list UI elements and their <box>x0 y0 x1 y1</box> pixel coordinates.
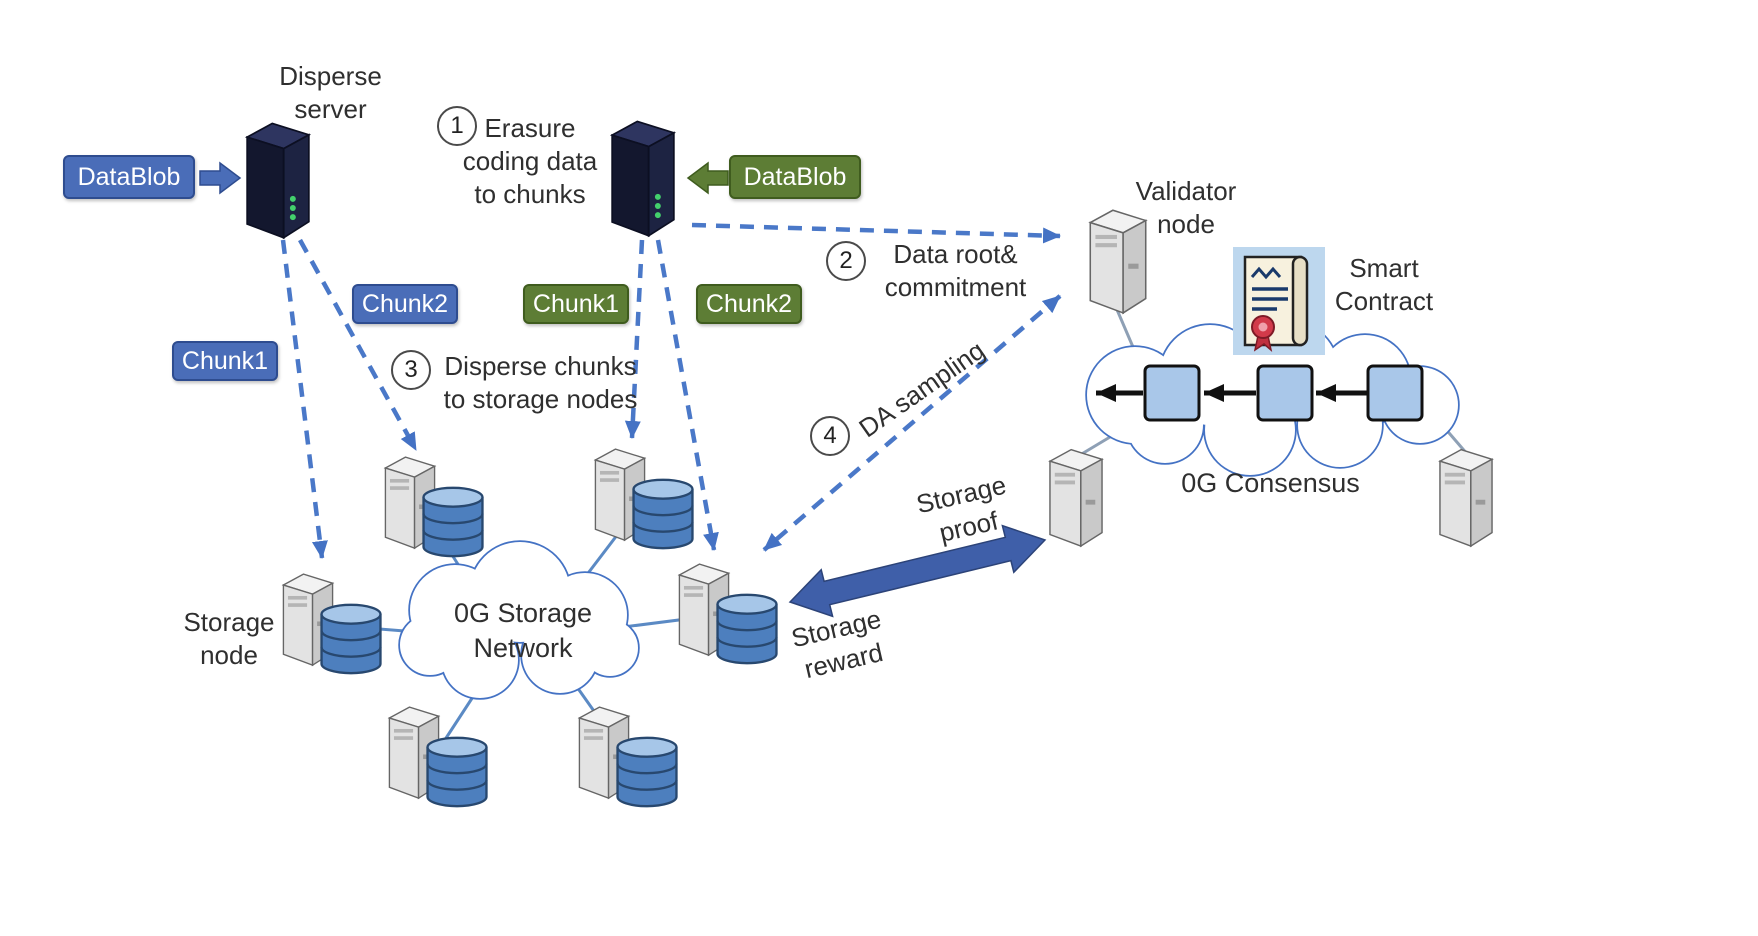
disperse-server-label: Disperse server <box>279 61 382 124</box>
step-1-label: Erasure coding data to chunks <box>462 113 598 209</box>
arrow-chunk2-right <box>655 239 719 551</box>
consensus-label: 0G Consensus <box>1181 468 1360 498</box>
chunk2-green-chip: Chunk2 <box>696 284 802 324</box>
arrow-datablob-green <box>686 161 729 195</box>
chunk1-blue-chip: Chunk1 <box>172 341 278 381</box>
storage-node-icon-6 <box>572 696 684 812</box>
arrow-storage-proof-reward <box>788 524 1047 618</box>
smart-contract-icon <box>1233 247 1325 355</box>
arrow-data-root <box>691 222 1061 244</box>
dashed-arrows <box>280 222 1062 559</box>
block-2 <box>1256 364 1314 422</box>
consensus-server-right-icon <box>1432 440 1500 548</box>
arrow-chunk2-left <box>298 238 418 452</box>
block-1 <box>1143 364 1201 422</box>
storage-node-icon-1 <box>378 446 490 562</box>
storage-network-cloud <box>398 540 640 700</box>
arrow-datablob-blue <box>199 161 242 195</box>
arrow-chunk1-left <box>280 239 328 559</box>
datablob-blue-chip: DataBlob <box>63 155 195 199</box>
step-3-badge: 3 <box>391 350 431 390</box>
disperse-server-left-icon <box>238 112 318 240</box>
block-3 <box>1366 364 1424 422</box>
arrow-chunk1-right <box>624 239 645 439</box>
step-3-label: Disperse chunks to storage nodes <box>443 351 638 414</box>
consensus-server-left-icon <box>1042 440 1110 548</box>
step-1-badge: 1 <box>437 106 477 146</box>
storage-node-label: Storage node <box>183 607 275 670</box>
storage-node-icon-2 <box>588 438 700 554</box>
arrow-da-sampling <box>762 294 1062 552</box>
chunk1-green-chip: Chunk1 <box>523 284 629 324</box>
blockchain <box>1096 364 1424 422</box>
step-2-badge: 2 <box>826 241 866 281</box>
validator-node-label: Validator node <box>1135 176 1237 239</box>
chunk2-blue-chip: Chunk2 <box>352 284 458 324</box>
step-4-badge: 4 <box>810 416 850 456</box>
storage-node-icon-5 <box>382 696 494 812</box>
smart-contract-label: Smart Contract <box>1334 253 1434 316</box>
storage-network-label: 0G Storage Network <box>453 598 593 663</box>
step-2-label: Data root& commitment <box>884 239 1027 302</box>
datablob-green-chip: DataBlob <box>729 155 861 199</box>
